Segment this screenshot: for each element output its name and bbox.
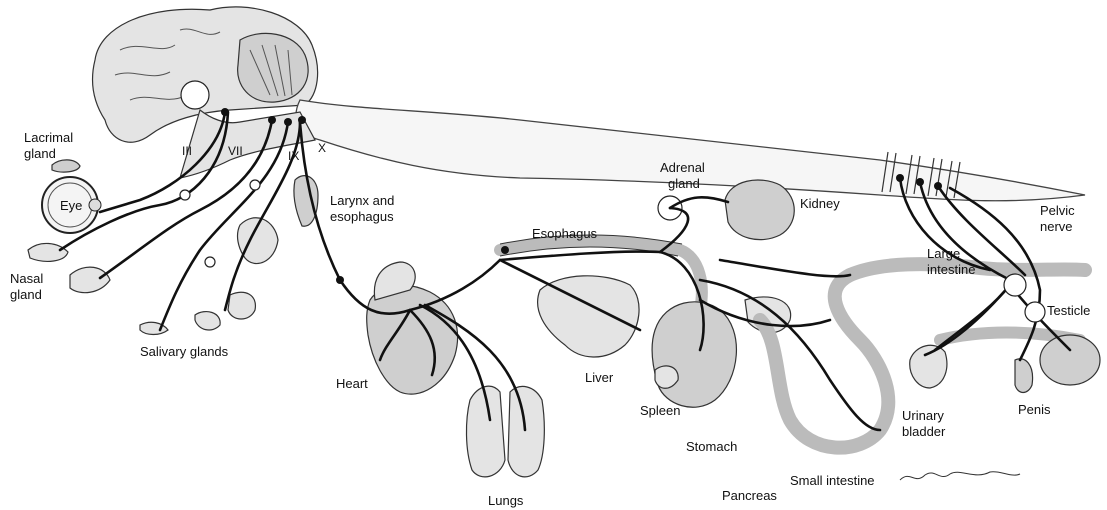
lungs-organ-right: [508, 386, 544, 476]
label-pancreas: Pancreas: [722, 488, 777, 503]
label-adrenal-gland-2: gland: [668, 176, 700, 191]
brainstem: [180, 110, 315, 178]
label-small-intestine: Small intestine: [790, 473, 875, 488]
label-pelvic-nerve-1: Pelvic: [1040, 203, 1075, 218]
label-penis: Penis: [1018, 402, 1051, 417]
salivary-gland-4: [140, 322, 168, 334]
label-esophagus: Esophagus: [532, 226, 598, 241]
label-pelvic-nerve-2: nerve: [1040, 219, 1073, 234]
label-cn-iii: III: [182, 144, 192, 158]
label-larynx-1: Larynx and: [330, 193, 394, 208]
label-salivary-glands: Salivary glands: [140, 344, 229, 359]
nasal-gland-2: [70, 267, 110, 293]
larynx-organ: [294, 176, 318, 227]
kidney-organ: [725, 180, 794, 240]
heart-organ: [367, 285, 458, 394]
lacrimal-gland: [52, 160, 80, 172]
label-urinary-bladder-1: Urinary: [902, 408, 944, 423]
label-lacrimal-gland-1: Lacrimal: [24, 130, 73, 145]
label-testicle: Testicle: [1047, 303, 1090, 318]
liver-organ: [538, 276, 639, 357]
testicle-organ: [1040, 335, 1100, 385]
stomach-organ: [652, 302, 736, 407]
label-large-intestine-1: Large: [927, 246, 960, 261]
label-lacrimal-gland-2: gland: [24, 146, 56, 161]
label-nasal-gland-1: Nasal: [10, 271, 43, 286]
label-kidney: Kidney: [800, 196, 840, 211]
label-adrenal-gland-1: Adrenal: [660, 160, 705, 175]
label-urinary-bladder-2: bladder: [902, 424, 946, 439]
label-spleen: Spleen: [640, 403, 680, 418]
label-cn-ix: IX: [288, 149, 299, 163]
nasal-gland-1: [28, 243, 68, 261]
label-liver: Liver: [585, 370, 614, 385]
penis-organ: [1015, 359, 1033, 393]
label-stomach: Stomach: [686, 439, 737, 454]
artist-signature: [900, 472, 1020, 480]
salivary-gland-2: [228, 292, 255, 319]
label-large-intestine-2: intestine: [927, 262, 975, 277]
label-larynx-2: esophagus: [330, 209, 394, 224]
label-cn-x: X: [318, 141, 326, 155]
label-lungs: Lungs: [488, 493, 524, 508]
label-eye: Eye: [60, 198, 82, 213]
bladder-organ: [910, 345, 947, 388]
label-heart: Heart: [336, 376, 368, 391]
salivary-gland-3: [195, 312, 220, 330]
label-cn-vii: VII: [228, 144, 243, 158]
label-nasal-gland-2: gland: [10, 287, 42, 302]
